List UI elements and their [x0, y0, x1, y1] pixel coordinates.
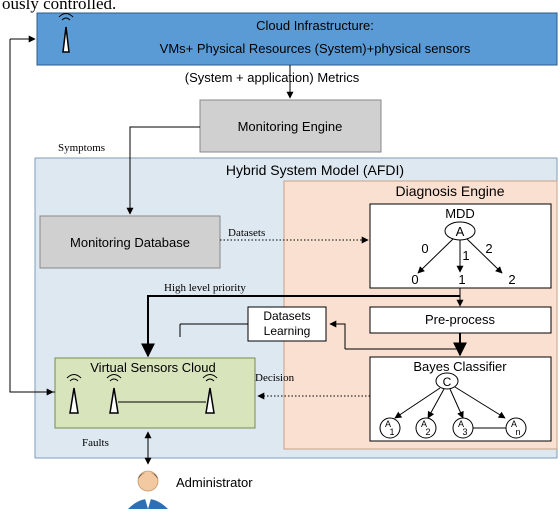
monitoring-database-label: Monitoring Database [70, 235, 190, 250]
bayes-root-label: C [443, 375, 452, 389]
bayes-node-a1 [379, 417, 401, 439]
hybrid-title: Hybrid System Model (AFDI) [226, 162, 404, 178]
faults-label: Faults [82, 437, 109, 449]
bayes-node-a3-letter: A [458, 419, 464, 429]
metrics-label: (System + application) Metrics [185, 70, 360, 85]
mdd-box: MDD A 0 1 2 0 1 2 [369, 203, 552, 289]
bayes-node-an-sub: n [515, 427, 520, 437]
cloud-subtitle: VMs+ Physical Resources (System)+physica… [160, 41, 471, 56]
monitoring-database-box: Monitoring Database [39, 215, 221, 269]
classifier-to-learning-arrow [329, 320, 346, 349]
symptoms-line [129, 126, 200, 160]
bayes-node-an-letter: A [511, 419, 517, 429]
bayes-classifier-box: Bayes Classifier C A 1 A 2 A 3 A n [369, 356, 552, 442]
bayes-node-an [505, 417, 527, 439]
monitoring-engine-box: Monitoring Engine [199, 99, 382, 153]
bayes-node-a3 [452, 417, 474, 439]
virtual-sensors-cloud-box: Virtual Sensors Cloud [54, 357, 256, 429]
preprocess-label: Pre-process [425, 312, 496, 327]
preprocess-box: Pre-process [369, 306, 552, 334]
bayes-node-a2-letter: A [421, 419, 427, 429]
datasets-learning-line2: Learning [264, 324, 311, 338]
bayes-root-node [435, 372, 459, 390]
administrator-label: Administrator [176, 475, 253, 490]
datasets-learning-box: Datasets Learning [247, 306, 327, 342]
datasets-label: Datasets [228, 227, 265, 239]
antenna-icon [66, 374, 82, 414]
bayes-node-a2 [415, 417, 437, 439]
datasets-learning-line1: Datasets [263, 309, 310, 323]
bayes-node-a3-sub: 3 [462, 427, 467, 437]
bayes-title: Bayes Classifier [413, 359, 507, 374]
mdd-title: MDD [445, 206, 475, 221]
cloud-title: Cloud Infrastructure: [256, 18, 374, 33]
administrator-avatar [128, 470, 168, 509]
mdd-leaf-0: 0 [411, 272, 418, 287]
top-text-fragment: ously controlled. [2, 0, 116, 13]
monitoring-engine-label: Monitoring Engine [238, 119, 343, 134]
diagnosis-title: Diagnosis Engine [396, 183, 505, 199]
antenna-icon [106, 374, 122, 414]
bayes-node-a1-letter: A [385, 419, 391, 429]
mdd-edge-label-1: 1 [462, 248, 469, 263]
bayes-node-a1-sub: 1 [389, 427, 394, 437]
mdd-root-label: A [456, 224, 465, 239]
mdd-edge-label-0: 0 [421, 241, 428, 256]
mdd-leaf-2: 2 [508, 272, 515, 287]
cloud-infrastructure-box: Cloud Infrastructure: VMs+ Physical Reso… [36, 12, 558, 66]
decision-label: Decision [255, 372, 295, 384]
bayes-node-a2-sub: 2 [425, 427, 430, 437]
symptoms-label: Symptoms [58, 142, 105, 154]
mdd-leaf-1: 1 [458, 272, 465, 287]
virtual-sensors-title: Virtual Sensors Cloud [90, 360, 216, 375]
mdd-edge-label-2: 2 [485, 241, 492, 256]
antenna-icon [202, 374, 218, 414]
high-priority-label: High level priority [164, 282, 246, 294]
antenna-icon [58, 13, 74, 53]
high-priority-line [147, 295, 460, 356]
